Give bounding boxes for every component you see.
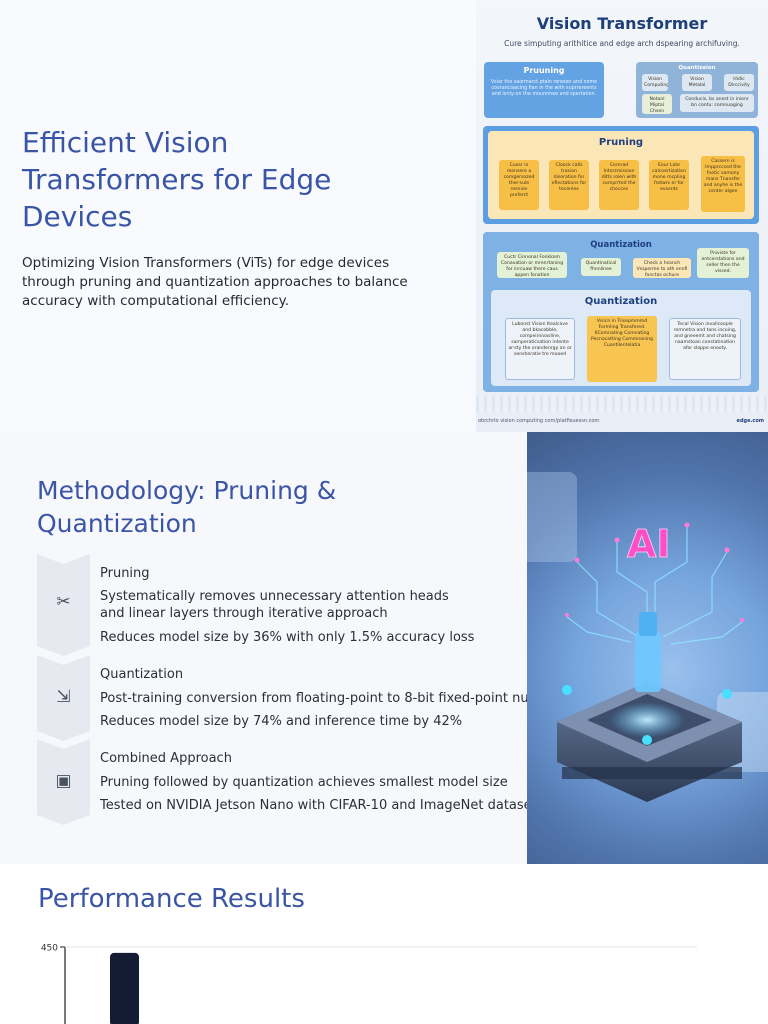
infographic-pruning-card: Cornrad Intorzmission ditts rolen with c… [599, 160, 639, 210]
infographic-cell: Notanl Miptal Chsen [642, 94, 672, 114]
methodology-title: Methodology: Pruning & Quantization [37, 476, 337, 538]
infographic-inner-card: Visicn in Trisepmmmd Formling Transfered… [587, 316, 657, 382]
method-item-metric: Tested on NVIDIA Jetson Nano with CIFAR-… [100, 798, 544, 813]
infographic-pruning-card: Cloock calls trasion disoration for efle… [549, 160, 589, 210]
method-item-heading: Pruning [100, 566, 150, 581]
method-item-combined: ▣ Combined Approach Pruning followed by … [37, 739, 637, 825]
infographic-pruning-card: Cuosr in mensere a comgersozed ther-sule… [499, 160, 539, 210]
scissors-icon: ✂ [56, 592, 71, 612]
method-item-metric: Reduces model size by 36% with only 1.5%… [100, 630, 475, 645]
infographic-footer-left: obrchrlo vision computing com/platfisues… [478, 418, 600, 424]
vision-transformer-infographic: Vision Transformer Cure simputing arithi… [476, 0, 768, 432]
method-badge: ▣ [37, 739, 90, 825]
infographic-cell: Hidic Dirccivity [724, 74, 754, 91]
infographic-pruning-summary-text: Vsiar the saormarct.ptain reresen and no… [490, 80, 598, 97]
hero-section: Efficient Vision Transformers for Edge D… [0, 0, 768, 432]
hero-description: Optimizing Vision Transformers (ViTs) fo… [22, 255, 408, 309]
infographic-pruning-panel: Pruning Cuosr in mensere a comgersozed t… [483, 126, 759, 224]
compress-icon: ⇲ [56, 687, 71, 707]
infographic-inner-card: Tecal Vision invallcoople remnetra and t… [669, 318, 741, 380]
infographic-title: Vision Transformer [536, 14, 708, 33]
infographic-note: Conducis, bs anest in inionr bn contu: c… [680, 94, 754, 112]
method-item-heading: Quantization [100, 667, 184, 682]
method-badge: ⇲ [37, 655, 90, 741]
hero-title: Efficient Vision Transformers for Edge D… [22, 126, 332, 233]
infographic-quantization-card: Quantinatical fhnnlinee [581, 258, 621, 276]
infographic-inner-quantization-heading: Quantization [584, 296, 658, 307]
infographic-decoration [476, 396, 768, 412]
method-item-detail: Systematically removes unnecessary atten… [100, 589, 449, 621]
results-section: Performance Results 450 [0, 864, 768, 1024]
method-item-detail: Pruning followed by quantization achieve… [100, 775, 508, 790]
results-title: Performance Results [38, 884, 305, 914]
method-item-quantization: ⇲ Quantization Post-training conversion … [37, 655, 637, 741]
infographic-quantization-card: Cuctr Cinnonal Fonkkom Conavation or mre… [497, 252, 567, 278]
infographic-quantization-summary: Quantizaion Vision Computing Vision Meta… [636, 62, 758, 118]
method-item-detail: Post-training conversion from floating-p… [100, 691, 570, 706]
infographic-pruning-heading: Pruning [598, 137, 644, 148]
infographic-inner-card: Lubonst Vision Itealcave and bkacobble, … [505, 318, 575, 380]
method-item-metric: Reduces model size by 74% and inference … [100, 714, 463, 729]
ai-chip-illustration: AI [527, 432, 768, 864]
infographic-pruning-summary: Pruuning Vsiar the saormarct.ptain reres… [484, 62, 604, 118]
chip-icon: ▣ [55, 771, 72, 791]
method-badge: ✂ [37, 554, 90, 656]
infographic-pruning-summary-heading: Pruuning [523, 66, 565, 75]
infographic-cell: Vision Metalal [682, 74, 712, 91]
method-item-heading: Combined Approach [100, 751, 232, 766]
infographic-quantization-heading: Quantization [590, 240, 652, 250]
methodology-section: Methodology: Pruning & Quantization ✂ Pr… [0, 432, 768, 864]
chart-y-tick-label: 450 [41, 944, 58, 954]
infographic-quantization-summary-heading: Quantizaion [678, 65, 716, 71]
method-item-pruning: ✂ Pruning Systematically removes unneces… [37, 554, 637, 656]
infographic-quantization-panel: Quantization Cuctr Cinnonal Fonkkom Cona… [483, 232, 759, 392]
infographic-subtitle: Cure simputing arithitice and edge arch … [504, 39, 740, 48]
infographic-quantization-card: Check a hsanch Vssperme to ath ennfi fon… [633, 258, 691, 278]
infographic-pruning-card: Eour Late calcoertization mone mcpling f… [649, 160, 689, 210]
chart-bar [110, 952, 139, 1024]
infographic-pruning-card: Cassern is Impprccsed the fnotic samony … [701, 156, 745, 212]
ai-edge-device-image: AI [527, 432, 768, 864]
performance-chart: 450 [41, 944, 697, 1024]
infographic-cell: Vision Computing [642, 74, 668, 91]
ai-logo-text: AI [627, 522, 671, 566]
infographic-quantization-card: Pniviste for entcerstations and seller t… [697, 248, 749, 278]
infographic-footer-right: edge.com [736, 418, 764, 424]
